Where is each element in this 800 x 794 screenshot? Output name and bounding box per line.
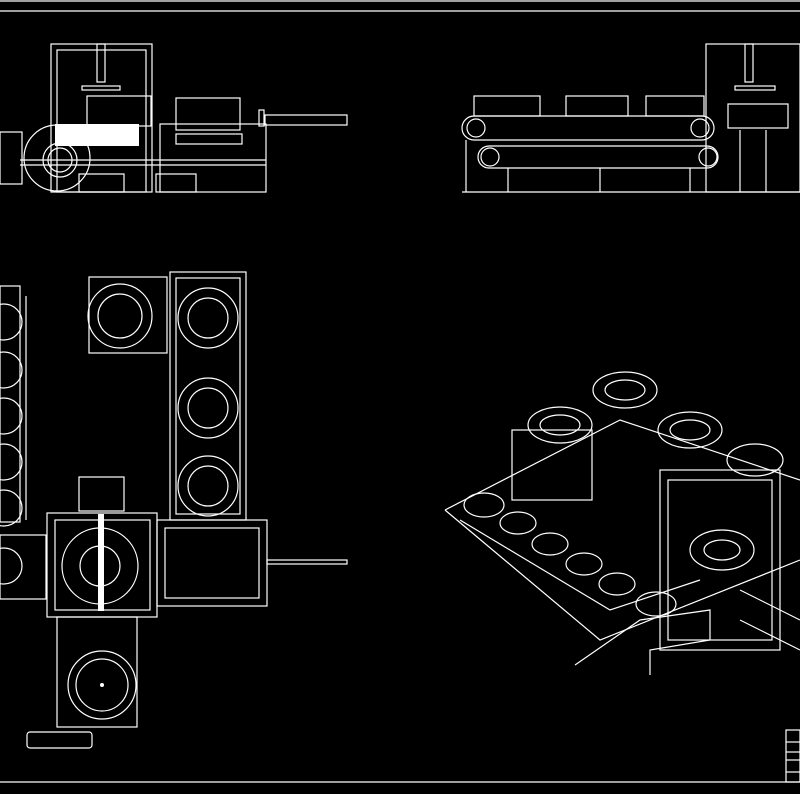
front-elevation-view (0, 43, 348, 193)
side-elevation-view (461, 43, 800, 193)
title-block (785, 729, 800, 783)
left-conveyor-tires (0, 303, 23, 585)
plan-view (0, 271, 348, 749)
right-conveyor-tires (177, 287, 239, 517)
isometric-view (444, 371, 800, 675)
